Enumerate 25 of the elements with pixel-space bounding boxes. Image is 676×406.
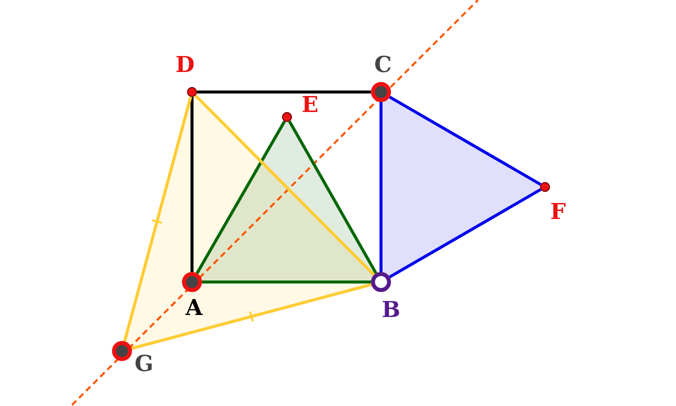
- line-segment: [288, 120, 378, 274]
- point-marker: [540, 182, 550, 192]
- point-label: B: [382, 299, 400, 321]
- point-marker: [282, 112, 292, 122]
- point-label: F: [550, 201, 566, 223]
- point-marker: [112, 341, 132, 361]
- line-segment: [131, 283, 372, 350]
- point-label: D: [175, 54, 195, 76]
- line-segment: [190, 97, 194, 272]
- line-segment: [202, 280, 371, 284]
- line-segment: [123, 96, 192, 342]
- point-label: G: [134, 353, 154, 375]
- line-segment: [194, 94, 376, 276]
- line-segment: [388, 96, 542, 186]
- point-marker: [371, 272, 391, 292]
- line-segment: [388, 188, 542, 278]
- line-segment: [197, 90, 371, 94]
- line-segment: [380, 102, 382, 272]
- line-segment: [196, 120, 286, 274]
- point-label: C: [374, 54, 392, 76]
- point-label: A: [185, 297, 203, 319]
- point-label: E: [302, 94, 318, 116]
- point-marker: [182, 272, 202, 292]
- point-marker: [187, 87, 197, 97]
- point-marker: [371, 82, 391, 102]
